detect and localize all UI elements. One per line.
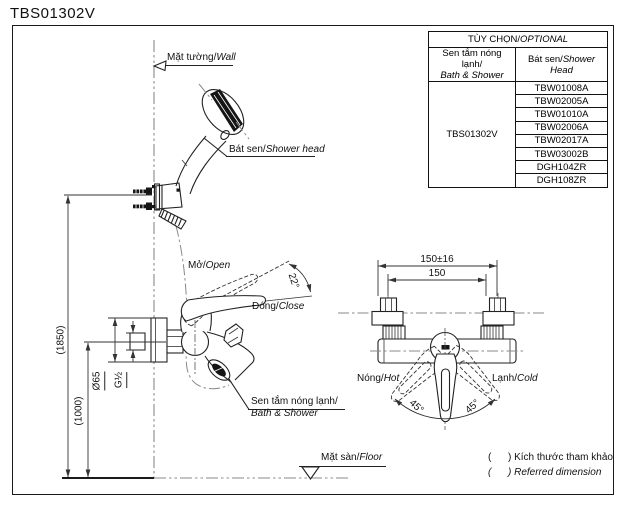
shower-head-code: TBW02017A (514, 133, 609, 148)
dim-150: 150 (428, 268, 446, 279)
page-title: TBS01302V (10, 5, 96, 22)
shower-head-code: TBW03002B (514, 146, 609, 162)
dim-g12: G½ (113, 371, 127, 389)
mounting-screw-top (133, 189, 149, 194)
optional-parts-table: TÙY CHỌN/OPTIONAL Sen tắm nóng lạnh/Bath… (427, 31, 609, 188)
drawing-frame (12, 25, 614, 495)
faucet-front-view (338, 260, 545, 430)
hot-label: Nóng/Hot (357, 373, 400, 384)
model-cell: TBS01302V (428, 81, 516, 188)
angle-arc-22 (288, 263, 312, 293)
shower-head-code: TBW01008A (514, 80, 609, 96)
swing-arc-45 (394, 398, 496, 420)
hex-coupling (166, 329, 184, 354)
dim-1850: (1850) (55, 325, 67, 355)
wall-label-arrow (152, 60, 233, 72)
wall-label: Mặt tường/Wall (167, 52, 236, 63)
shower-head-code: DGH104ZR (514, 160, 609, 175)
supply-pipe (129, 332, 146, 351)
lever-closed (180, 295, 267, 322)
note-line-vi: ( ) Kích thước tham khảo (488, 452, 613, 463)
spout-aerator (212, 363, 226, 377)
bath-shower-label: Sen tắm nóng lạnh/ Bath & Shower (251, 396, 338, 419)
lever-45-right-dashed (390, 345, 447, 402)
open-label: Mở/Open (188, 260, 231, 271)
dim-150-16: 150±16 (420, 254, 454, 265)
right-flange (482, 310, 515, 326)
cold-label: Lạnh/Cold (492, 373, 538, 384)
right-hex-nut (488, 297, 507, 313)
shower-head-label: Bát sen/Shower head (229, 144, 325, 155)
shower-head-drawing (175, 83, 250, 390)
diverter-knob (223, 323, 244, 348)
close-label: Đóng/Close (252, 301, 305, 312)
dim-o65: Ø65 (91, 371, 105, 391)
mounting-screw-bottom (133, 204, 149, 209)
left-dimensions (64, 194, 166, 478)
left-hex-nut (379, 297, 398, 313)
floor-symbol (299, 465, 386, 480)
reference-note: ( ) Kích thước tham khảo ( ) Referred di… (488, 450, 613, 480)
note-line-en: ( ) Referred dimension (488, 467, 602, 478)
wall-flange (150, 317, 168, 363)
col-header-bath-shower: Sen tắm nóng lạnh/Bath & Shower (428, 47, 516, 82)
shower-head-code: DGH108ZR (514, 173, 609, 188)
faucet-side-view (129, 260, 345, 411)
table-title: TÙY CHỌN/OPTIONAL (427, 31, 609, 48)
left-flange (371, 310, 404, 326)
shower-holder-bracket (133, 182, 187, 230)
col-header-shower-head: Bát sen/Shower Head (514, 47, 609, 82)
shower-head-code: TBW02006A (514, 120, 609, 135)
shower-head-code: TBW02005A (514, 94, 609, 109)
shower-head-leader (203, 137, 315, 158)
floor-label: Mặt sàn/Floor (321, 452, 383, 463)
dim-1000: (1000) (73, 396, 85, 426)
shower-head-code: TBW01010A (514, 107, 609, 122)
